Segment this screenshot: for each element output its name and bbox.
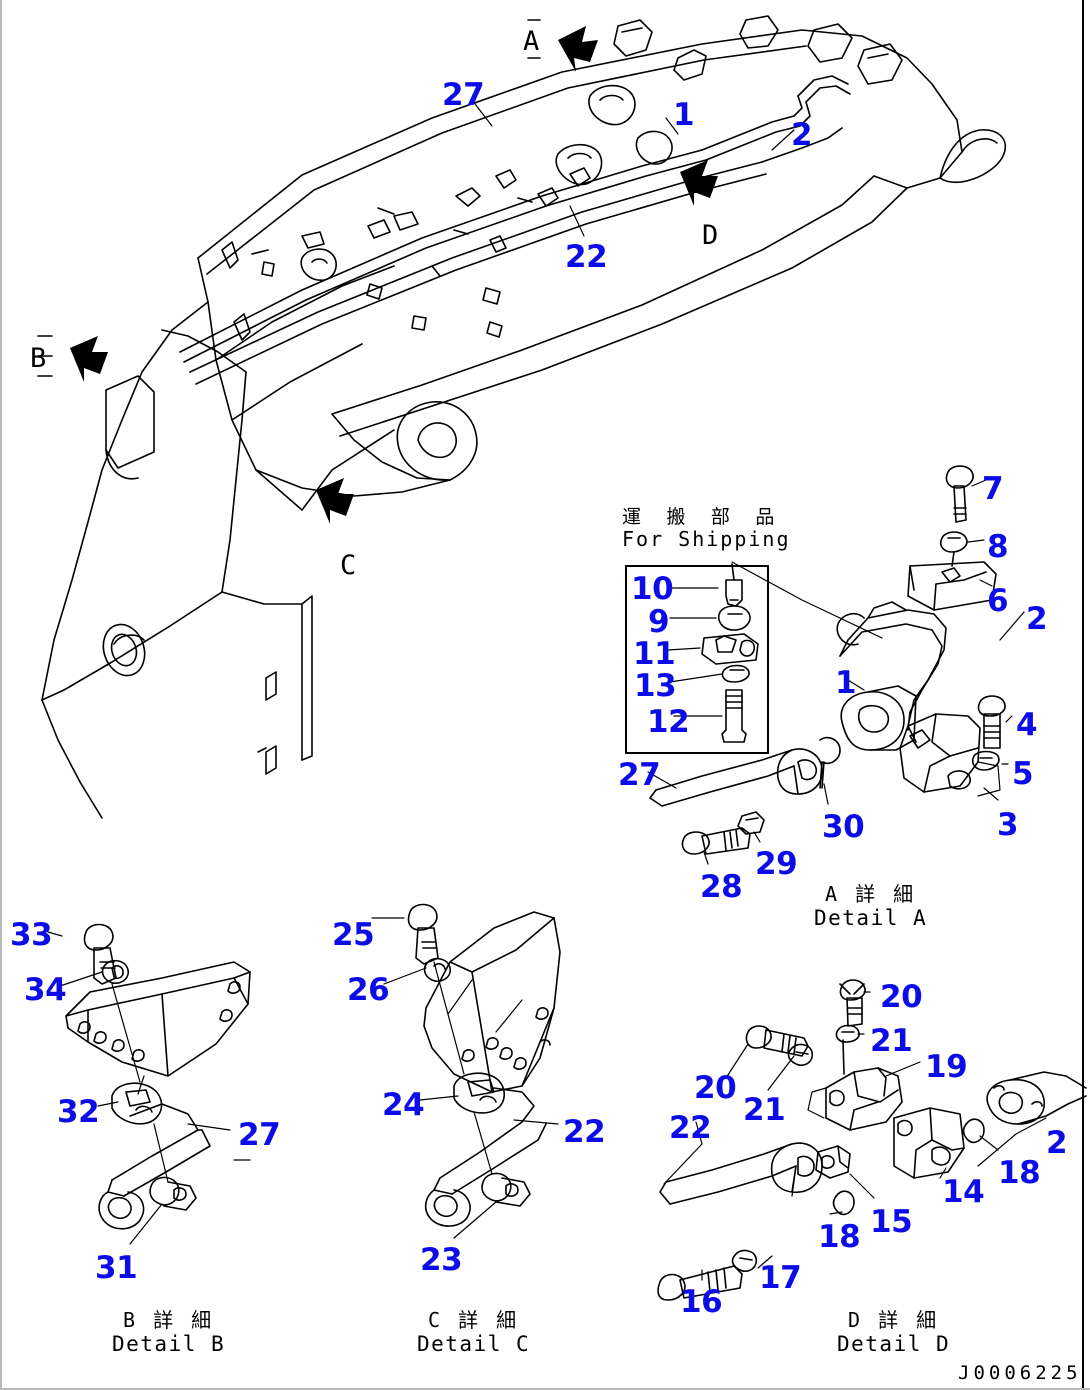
callout-number: 13 xyxy=(634,668,677,704)
callout-number: 5 xyxy=(1012,756,1034,792)
callout-number: 27 xyxy=(442,77,485,113)
callout-number: 14 xyxy=(942,1174,985,1210)
callout-number: 4 xyxy=(1016,707,1038,743)
section-marker-a: A xyxy=(523,26,540,57)
callout-number: 16 xyxy=(680,1284,723,1320)
detail-c-caption: C 詳 細 Detail C xyxy=(417,1308,530,1358)
callout-number: 12 xyxy=(647,704,690,740)
detail-a-caption-en: Detail A xyxy=(814,906,928,931)
callout-number: 34 xyxy=(24,972,67,1008)
for-shipping-box xyxy=(625,565,769,754)
callout-number: 32 xyxy=(57,1094,100,1130)
detail-c-caption-en: Detail C xyxy=(417,1332,531,1357)
detail-a-caption: A 詳 細 Detail A xyxy=(814,882,927,932)
callout-number: 27 xyxy=(238,1117,281,1153)
callout-number: 2 xyxy=(1046,1125,1068,1161)
callout-number: 19 xyxy=(925,1049,968,1085)
callout-number: 20 xyxy=(694,1070,737,1106)
section-marker-d: D xyxy=(702,220,719,251)
callout-number: 10 xyxy=(631,571,674,607)
callout-number: 1 xyxy=(673,97,695,133)
detail-b-caption: B 詳 細 Detail B xyxy=(112,1308,225,1358)
callout-number: 29 xyxy=(755,846,798,882)
detail-d-caption-en: Detail D xyxy=(837,1332,951,1357)
detail-d-caption-jp: D 詳 細 xyxy=(848,1308,940,1332)
callout-number: 28 xyxy=(700,869,743,905)
callout-number: 1 xyxy=(835,665,857,701)
callout-number: 18 xyxy=(998,1155,1041,1191)
detail-a-caption-jp: A 詳 細 xyxy=(825,882,917,906)
callout-number: 23 xyxy=(420,1242,463,1278)
callout-number: 7 xyxy=(982,471,1004,507)
detail-c-caption-jp: C 詳 細 xyxy=(428,1308,520,1332)
detail-b-caption-en: Detail B xyxy=(112,1332,226,1357)
callout-number: 9 xyxy=(648,604,670,640)
detail-b-caption-jp: B 詳 細 xyxy=(123,1308,215,1332)
callout-number: 11 xyxy=(633,636,676,672)
callout-number: 3 xyxy=(997,807,1019,843)
callout-number: 22 xyxy=(669,1110,712,1146)
sheet-border-right xyxy=(1082,0,1084,1388)
callout-number: 2 xyxy=(1026,601,1048,637)
section-marker-c: C xyxy=(340,550,357,581)
callout-number: 6 xyxy=(987,583,1009,619)
callout-number: 2 xyxy=(791,117,813,153)
callout-number: 22 xyxy=(563,1114,606,1150)
callout-number: 18 xyxy=(818,1219,861,1255)
detail-d-caption: D 詳 細 Detail D xyxy=(837,1308,950,1358)
callout-number: 24 xyxy=(382,1087,425,1123)
callout-number: 30 xyxy=(822,809,865,845)
callout-number: 20 xyxy=(880,979,923,1015)
callout-number: 26 xyxy=(347,972,390,1008)
for-shipping-title-jp: 運 搬 部 品 xyxy=(622,506,782,528)
for-shipping-title: 運 搬 部 品 For Shipping xyxy=(622,506,791,552)
callout-number: 27 xyxy=(618,757,661,793)
callout-number: 25 xyxy=(332,917,375,953)
section-marker-b: B xyxy=(30,343,47,374)
callout-number: 21 xyxy=(870,1023,913,1059)
callout-number: 31 xyxy=(95,1250,138,1286)
callout-number: 17 xyxy=(759,1260,802,1296)
for-shipping-title-en: For Shipping xyxy=(622,527,791,552)
callout-number: 33 xyxy=(10,917,53,953)
drawing-number: J0006225 xyxy=(958,1362,1082,1384)
callout-number: 21 xyxy=(743,1092,786,1128)
callout-number: 15 xyxy=(870,1204,913,1240)
callout-number: 22 xyxy=(565,239,608,275)
callout-number: 8 xyxy=(987,529,1009,565)
